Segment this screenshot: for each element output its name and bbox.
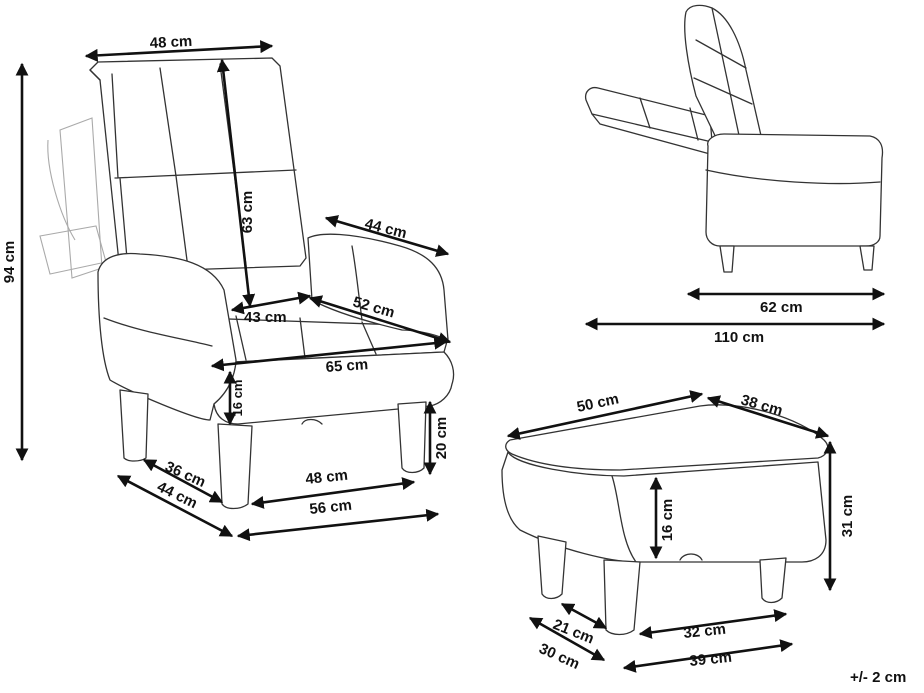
side-depth-reclined-label: 110 cm <box>714 329 764 346</box>
ottoman-cushion-height-label: 16 cm <box>659 499 676 542</box>
ottoman-legs <box>537 535 787 636</box>
ottoman-leg-width-outer-label: 39 cm <box>689 649 733 670</box>
chair-total-height-label: 94 cm <box>1 241 18 284</box>
chair-front-width-label: 65 cm <box>325 356 369 376</box>
backrest <box>89 57 307 273</box>
dimension-lines <box>15 40 886 673</box>
side-depth-upright-label: 62 cm <box>760 299 803 316</box>
ottoman-leg-width-inner-label: 32 cm <box>683 621 727 642</box>
dimension-labels: 48 cm 63 cm 94 cm 44 cm 43 cm 52 cm 65 c… <box>1 33 906 686</box>
ottoman-total-height-label: 31 cm <box>839 495 856 538</box>
chair-leg-width-inner-label: 48 cm <box>305 467 349 488</box>
chair-seat-thickness-label: 16 cm <box>230 380 245 417</box>
chair-back-width-label: 48 cm <box>149 33 192 52</box>
reclined-backrest-ghost <box>39 117 107 279</box>
side-view-drawing <box>584 4 884 273</box>
tolerance-note: +/- 2 cm <box>850 669 906 686</box>
chair-leg-height-label: 20 cm <box>433 417 450 460</box>
chair-back-height-label: 63 cm <box>239 191 256 234</box>
chair-leg-width-outer-label: 56 cm <box>309 497 353 518</box>
chair-seat-width-label: 43 cm <box>244 309 287 326</box>
left-armrest <box>97 252 237 421</box>
